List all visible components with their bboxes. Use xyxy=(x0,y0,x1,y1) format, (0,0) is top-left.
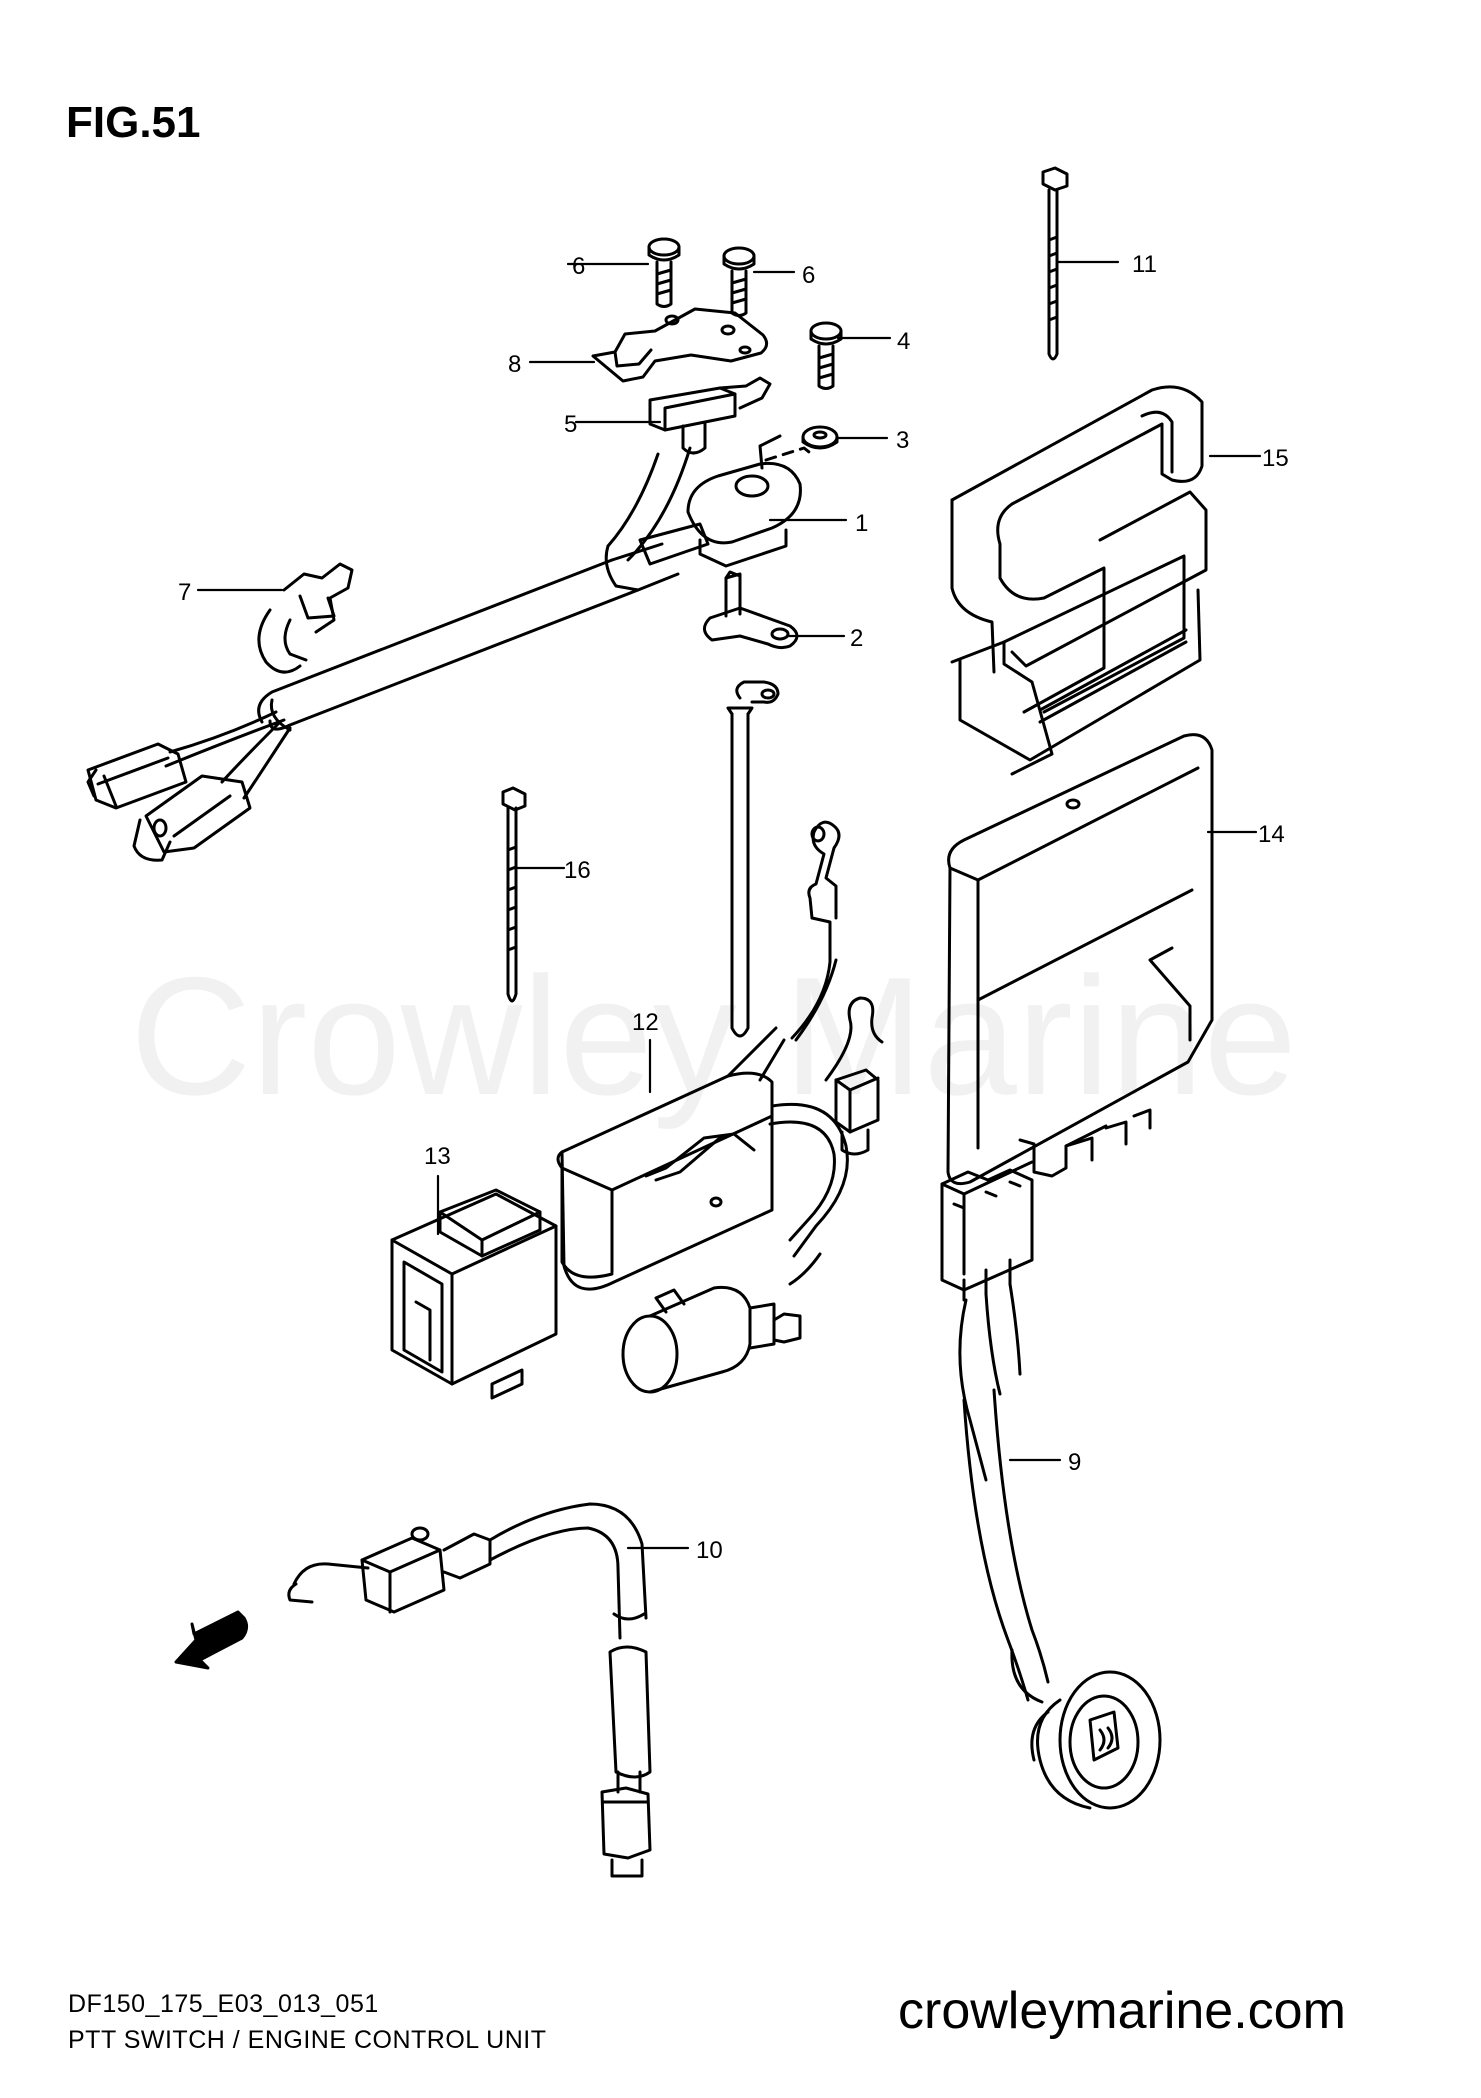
watermark: Crowley Marine xyxy=(130,942,1297,1130)
callout-9[interactable]: 9 xyxy=(1068,1449,1081,1476)
cable-tie-11[interactable] xyxy=(1041,166,1069,361)
ptt-switch[interactable] xyxy=(648,376,772,455)
callout-8[interactable]: 8 xyxy=(508,351,521,378)
bolt-left[interactable] xyxy=(647,237,681,308)
ecu-cover[interactable] xyxy=(950,385,1208,776)
leader-lines xyxy=(196,260,1262,1550)
figure-title: FIG.51 xyxy=(66,98,201,147)
washer-3[interactable] xyxy=(801,425,839,450)
lever-2[interactable] xyxy=(703,570,799,650)
harness-9[interactable] xyxy=(940,1160,1162,1810)
bolt-right[interactable] xyxy=(722,246,756,317)
callout-2[interactable]: 2 xyxy=(850,625,863,652)
callout-6-left[interactable]: 6 xyxy=(572,253,585,280)
callout-7[interactable]: 7 xyxy=(178,579,191,606)
callout-3[interactable]: 3 xyxy=(896,427,909,454)
callout-6-right[interactable]: 6 xyxy=(802,262,815,289)
site-name: crowleymarine.com xyxy=(898,1982,1346,2040)
fwd-arrow: FWD xyxy=(174,1610,249,1670)
bracket-plate[interactable] xyxy=(591,307,768,383)
callout-15[interactable]: 15 xyxy=(1262,445,1289,472)
relay-module-12[interactable] xyxy=(556,1026,849,1291)
callout-10[interactable]: 10 xyxy=(696,1537,723,1564)
socket-13[interactable] xyxy=(390,1188,558,1400)
callout-4[interactable]: 4 xyxy=(897,328,910,355)
sensor-1[interactable] xyxy=(686,434,816,568)
diagram-subtitle: PTT SWITCH / ENGINE CONTROL UNIT xyxy=(68,2026,547,2054)
callout-12[interactable]: 12 xyxy=(632,1009,659,1036)
diagram-code: DF150_175_E03_013_051 xyxy=(68,1990,379,2018)
callout-13[interactable]: 13 xyxy=(424,1143,451,1170)
wiring-harness[interactable] xyxy=(86,446,710,862)
bolt-4[interactable] xyxy=(809,321,843,390)
callout-11[interactable]: 11 xyxy=(1132,251,1157,278)
callout-5[interactable]: 5 xyxy=(564,411,577,438)
harness-clamp[interactable] xyxy=(257,562,354,674)
callout-labels: 1 2 3 4 5 6 6 7 8 9 10 11 12 13 14 15 16 xyxy=(178,251,1289,1564)
callout-16[interactable]: 16 xyxy=(564,857,591,884)
callout-1[interactable]: 1 xyxy=(855,510,868,537)
engine-control-unit[interactable] xyxy=(946,733,1214,1186)
ground-wires[interactable] xyxy=(726,680,884,1156)
cable-tie-16[interactable] xyxy=(501,786,527,1003)
harness-10[interactable] xyxy=(287,1502,652,1878)
round-connector[interactable] xyxy=(621,1252,822,1394)
callout-14[interactable]: 14 xyxy=(1258,821,1285,848)
